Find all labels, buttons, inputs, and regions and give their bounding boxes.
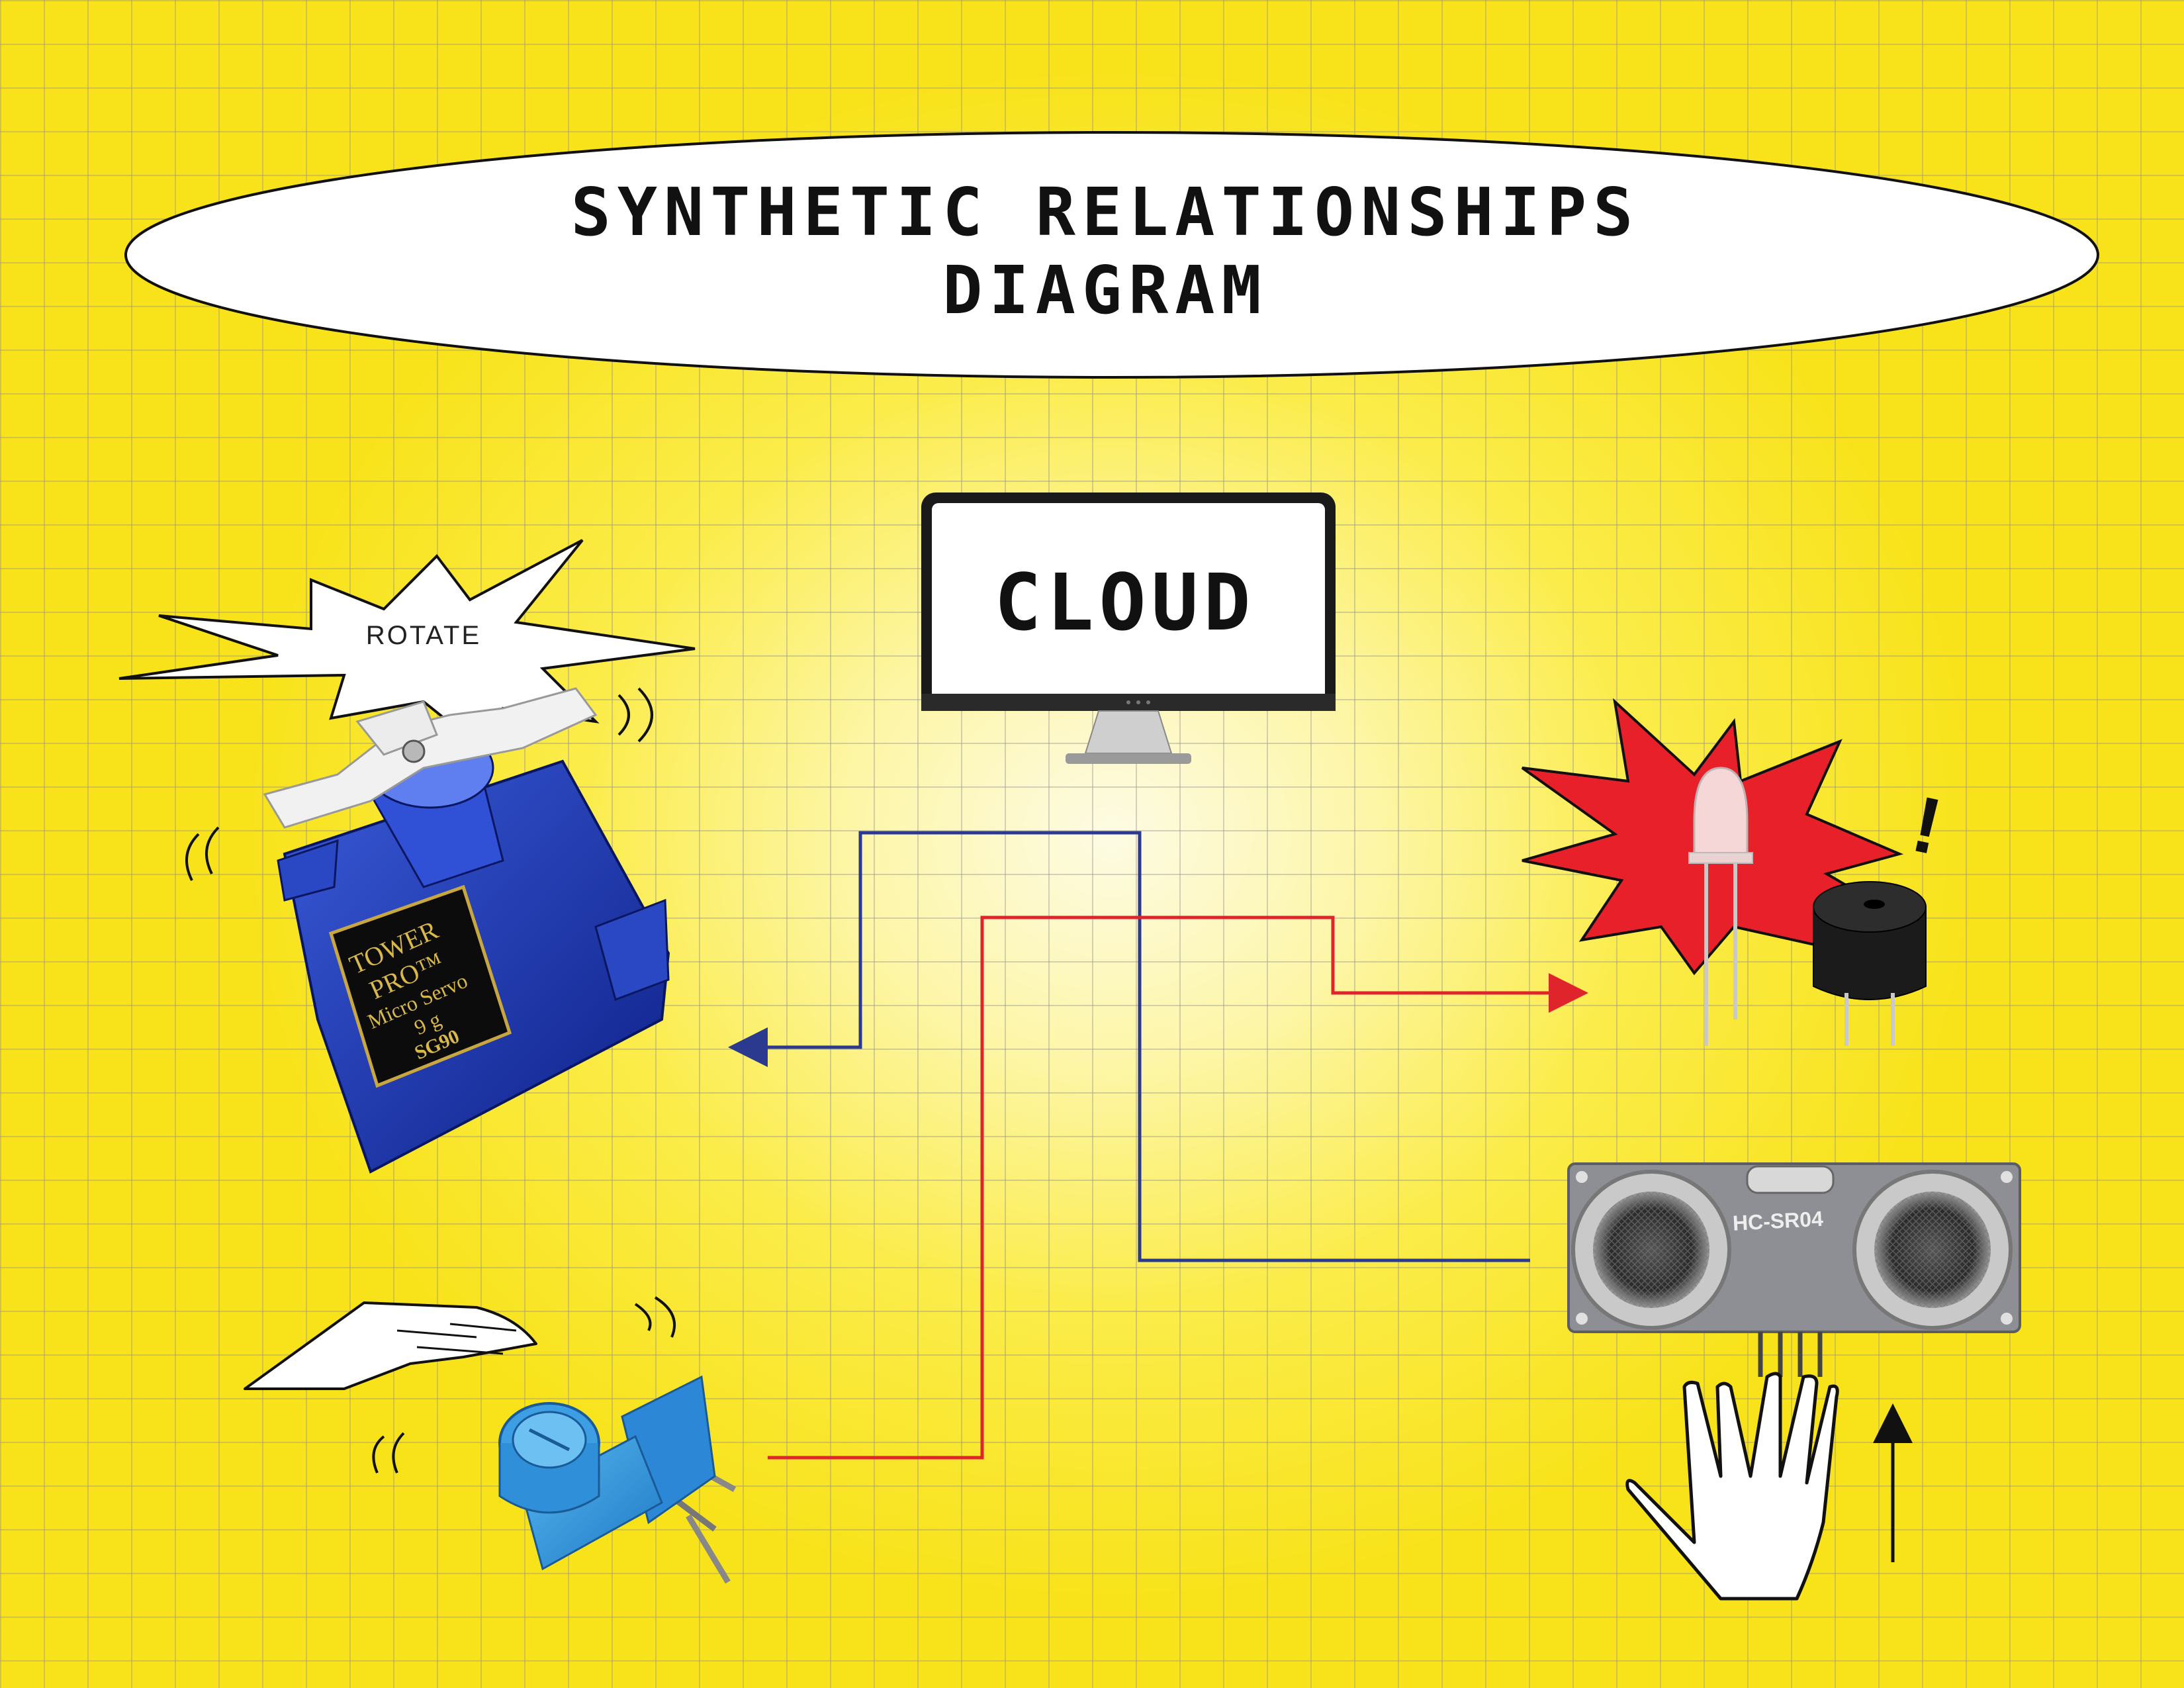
servo-motor-icon bbox=[263, 687, 670, 1174]
connector-cloud-to-servo bbox=[728, 831, 1142, 1067]
rotate-label: ROTATE bbox=[365, 620, 482, 650]
pressing-hand-icon bbox=[244, 1301, 537, 1390]
sensor-model-label: HC-SR04 bbox=[1732, 1206, 1824, 1235]
monitor-icon bbox=[921, 492, 1336, 764]
open-hand-icon bbox=[1625, 1372, 1839, 1601]
title-bubble bbox=[124, 131, 2099, 379]
title-line-2: DIAGRAM bbox=[942, 252, 1268, 329]
potentiometer-icon bbox=[498, 1375, 737, 1584]
led-icon bbox=[1688, 767, 1753, 1046]
ultrasonic-sensor-icon bbox=[1567, 1162, 2021, 1377]
connector-sensor-to-cloud bbox=[1138, 833, 1530, 1262]
cloud-label: CLOUD bbox=[994, 557, 1256, 648]
title-line-1: SYNTHETIC RELATIONSHIPS bbox=[570, 173, 1640, 251]
servo-motion-marks bbox=[185, 687, 653, 881]
page-title: SYNTHETIC RELATIONSHIPS DIAGRAM bbox=[119, 126, 2091, 377]
connector-pot-to-led bbox=[768, 915, 1588, 1460]
potentiometer-motion-marks bbox=[372, 1296, 676, 1474]
buzzer-icon bbox=[1813, 881, 1927, 1046]
